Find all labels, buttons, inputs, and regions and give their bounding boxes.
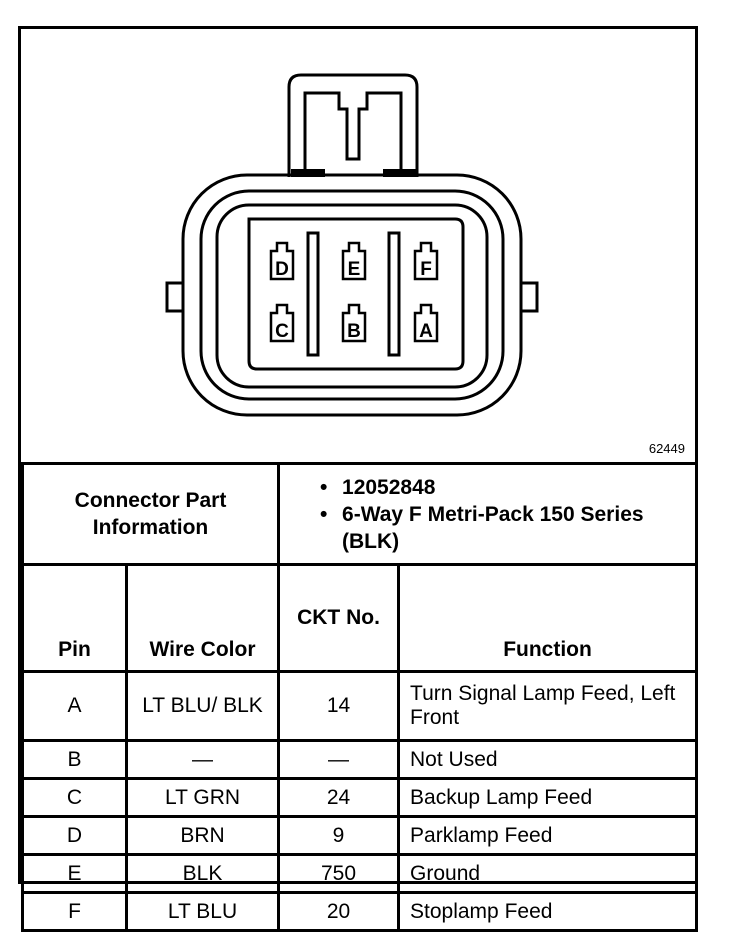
table-row: D BRN 9 Parklamp Feed [21,815,699,856]
function-cell: Turn Signal Lamp Feed, Left Front [397,670,699,742]
column-header-row: Pin Wire Color CKT No. Function [21,563,699,673]
locking-tab-inner [303,91,403,177]
latch-mark-right [383,169,417,177]
divider-left [306,231,320,357]
wire-color-cell: LT BLU [124,891,281,932]
ckt-cell: 20 [277,891,401,932]
cavity-frame [247,217,465,371]
pin-cell: B [21,739,128,780]
function-cell: Backup Lamp Feed [397,777,699,818]
table-row: E BLK 750 Ground [21,853,699,894]
wire-color-cell: BLK [124,853,281,894]
table-row: A LT BLU/ BLK 14 Turn Signal Lamp Feed, … [21,670,699,742]
function-cell: Stoplamp Feed [397,891,699,932]
ckt-cell: 750 [277,853,401,894]
function-column-header: Function [397,563,699,673]
pin-cell: C [21,777,128,818]
ckt-cell: 14 [277,670,401,742]
connector-shell-inner [215,203,489,389]
cavity-f [413,241,439,281]
pin-label-b: B [347,321,361,342]
wire-color-cell: LT GRN [124,777,281,818]
pin-cell: E [21,853,128,894]
wire-color-column-header: Wire Color [124,563,281,673]
table-row: F LT BLU 20 Stoplamp Feed [21,891,699,932]
wire-color-cell: LT BLU/ BLK [124,670,281,742]
cavity-a [413,303,439,343]
connector-shell-middle [199,189,505,401]
connector-table: Connector Part Information 12052848 6-Wa… [20,462,699,932]
pin-label-e: E [348,259,361,280]
function-cell: Parklamp Feed [397,815,699,856]
pin-cell: A [21,670,128,742]
pin-label-c: C [275,321,289,342]
connector-diagram: D E F C B A 62449 [21,29,695,462]
cavity-c [269,303,295,343]
figure-number: 62449 [649,441,685,456]
ckt-cell: 24 [277,777,401,818]
connector-info-row: Connector Part Information 12052848 6-Wa… [20,462,699,566]
function-cell: Ground [397,853,699,894]
pin-cell: D [21,815,128,856]
cavity-e [341,241,367,281]
ckt-cell: 9 [277,815,401,856]
diagram-frame: D E F C B A 62449 Connector Part Informa… [18,26,699,932]
locking-tab [287,73,419,177]
right-nub [519,281,539,313]
wire-color-cell: — [124,739,281,780]
wire-color-cell: BRN [124,815,281,856]
connector-part-info-label: Connector Part Information [74,489,227,539]
pin-label-f: F [420,259,432,280]
function-cell: Not Used [397,739,699,780]
connector-part-info-header: Connector Part Information [20,462,281,566]
pin-label-a: A [419,321,433,342]
table-row: B — — Not Used [21,739,699,780]
connector-shell-outer [181,173,523,417]
ckt-cell: — [277,739,401,780]
divider-right [387,231,401,357]
pin-column-header: Pin [21,563,128,673]
left-nub [165,281,185,313]
connector-face-drawing: D E F C B A 62449 [165,73,685,456]
pin-cell: F [21,891,128,932]
part-number: 12052848 [320,474,695,501]
ckt-column-header: CKT No. [277,563,401,673]
pin-label-d: D [275,259,289,280]
cavity-b [341,303,367,343]
table-row: C LT GRN 24 Backup Lamp Feed [21,777,699,818]
latch-mark-left [291,169,325,177]
connector-part-info-list: 12052848 6-Way F Metri-Pack 150 Series (… [277,462,699,566]
connector-description: 6-Way F Metri-Pack 150 Series (BLK) [320,501,695,555]
cavity-d [269,241,295,281]
